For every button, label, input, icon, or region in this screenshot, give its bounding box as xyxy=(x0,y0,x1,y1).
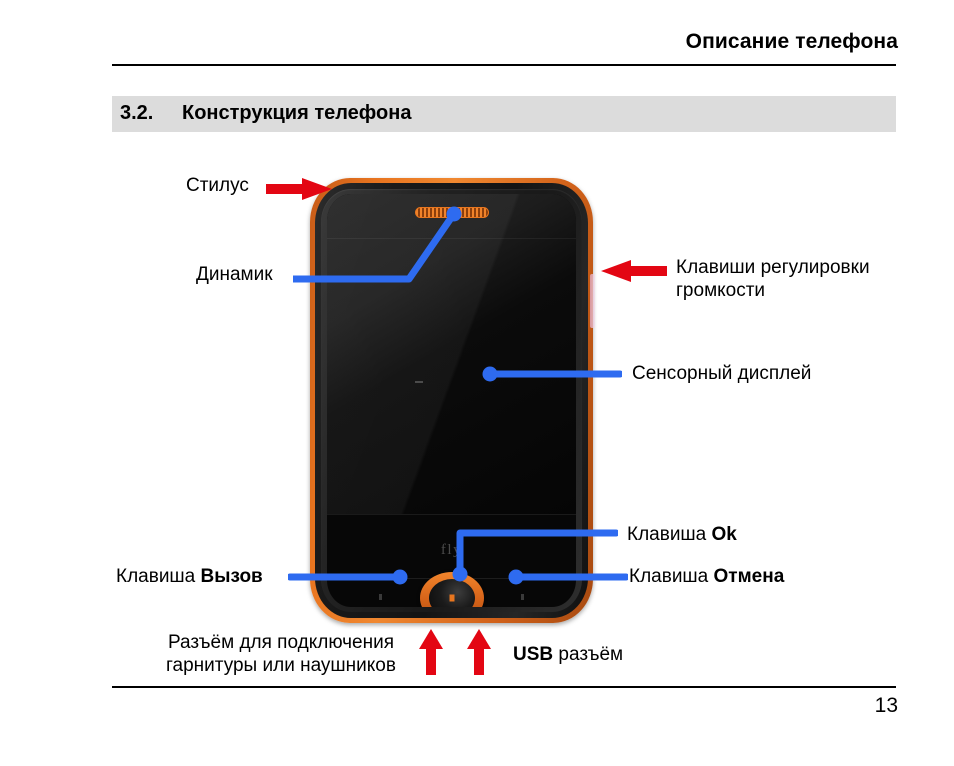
page-number: 13 xyxy=(874,694,898,717)
callout-label-volume-keys-line2: громкости xyxy=(676,280,766,301)
navigation-button-inner xyxy=(428,579,475,607)
header-divider xyxy=(112,64,896,66)
call-key-marker xyxy=(379,594,382,600)
volume-key-icon xyxy=(590,274,595,328)
leader-line-ok-key xyxy=(452,529,618,582)
cancel-key-marker xyxy=(521,594,524,600)
screen-reflection xyxy=(327,194,576,514)
screen-marker-tick xyxy=(415,381,423,383)
callout-label-touch-display: Сенсорный дисплей xyxy=(632,363,812,384)
section-title: Конструкция телефона xyxy=(182,102,412,124)
leader-line-call-key xyxy=(288,569,408,585)
callout-label-headset-jack-line2: гарнитуры или наушников xyxy=(166,655,396,676)
callout-label-cancel-key-prefix: Клавиша xyxy=(629,566,714,587)
callout-label-usb-port: USB разъём xyxy=(513,643,623,666)
leader-line-touch-display xyxy=(482,366,622,382)
section-heading: 3.2. Конструкция телефона xyxy=(112,96,896,132)
red-arrow-right-stylus xyxy=(266,178,332,200)
callout-label-volume-keys-line1: Клавиши регулировки xyxy=(676,257,870,278)
ok-key-center xyxy=(449,594,454,602)
brand-logo: fly xyxy=(440,542,463,558)
phone-front-face: fly xyxy=(327,194,576,607)
page-title: Описание телефона xyxy=(685,30,898,53)
callout-label-usb-port-bold: USB xyxy=(513,644,554,665)
callout-label-ok-key-bold: Ok xyxy=(711,524,737,545)
callout-label-call-key-prefix: Клавиша xyxy=(116,566,201,587)
callout-label-usb-port-suffix: разъём xyxy=(553,644,624,665)
leader-line-cancel-key xyxy=(508,569,628,585)
callout-label-cancel-key: Клавиша Отмена xyxy=(629,565,784,588)
red-arrow-up-usb-port xyxy=(467,629,491,675)
navigation-button-icon xyxy=(419,572,484,607)
red-arrow-up-headset-jack xyxy=(419,629,443,675)
callout-label-stylus: Стилус xyxy=(186,175,249,196)
callout-label-ok-key: Клавиша Ok xyxy=(627,523,737,546)
callout-label-call-key-bold: Вызов xyxy=(200,566,263,587)
footer-divider xyxy=(112,686,896,688)
callout-label-headset-jack-line1: Разъём для подключения xyxy=(167,632,395,653)
callout-label-ok-key-prefix: Клавиша xyxy=(627,524,712,545)
red-arrow-left-volume xyxy=(601,260,667,282)
section-number: 3.2. xyxy=(120,102,154,124)
phone-illustration: fly xyxy=(310,178,595,623)
callout-label-call-key: Клавиша Вызов xyxy=(116,565,263,588)
callout-label-volume-keys: Клавиши регулировки громкости xyxy=(676,256,954,302)
touch-display-screen xyxy=(327,194,576,514)
callout-label-cancel-key-bold: Отмена xyxy=(713,566,785,587)
screen-status-line xyxy=(327,238,576,239)
callout-label-headset-jack: Разъём для подключения гарнитуры или нау… xyxy=(136,631,426,677)
callout-label-speaker: Динамик xyxy=(196,264,273,285)
leader-line-speaker xyxy=(293,206,462,283)
page-header: Описание телефона xyxy=(0,30,954,64)
screen-bottom-edge xyxy=(327,514,576,515)
